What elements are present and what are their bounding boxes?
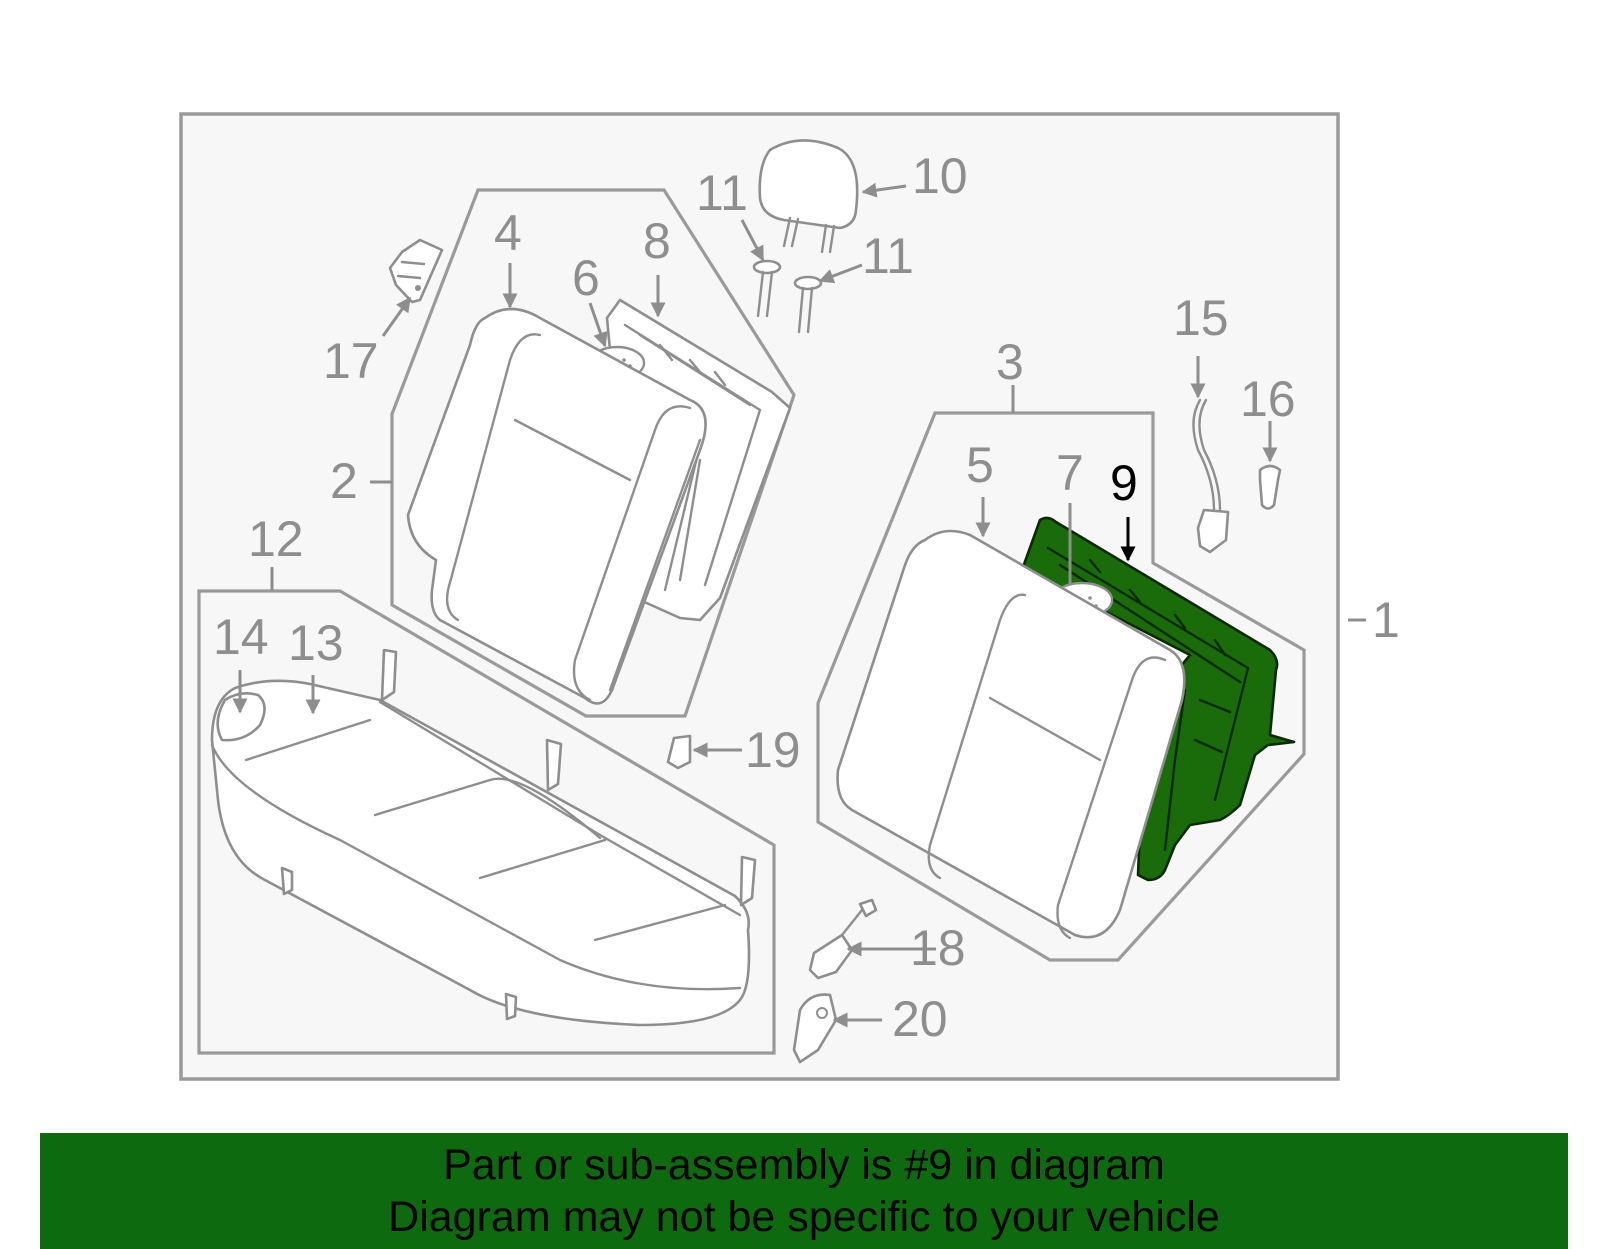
part-18: [808, 898, 878, 980]
callout-10: 10: [912, 148, 968, 204]
callout-12: 12: [248, 511, 304, 567]
part-20: [792, 993, 838, 1064]
bracket-17: [388, 238, 444, 304]
seat-cushion-13: [210, 679, 751, 1027]
callout-11a: 11: [696, 165, 748, 221]
group-outline-3: [816, 411, 1306, 962]
group-outline-2: [390, 188, 796, 718]
callout-3: 3: [996, 334, 1024, 390]
callout-4: 4: [494, 205, 522, 261]
wire-harness-15: [1192, 398, 1230, 554]
callout-1: 1: [1372, 592, 1400, 648]
footer-banner: Part or sub-assembly is #9 in diagram Di…: [40, 1133, 1568, 1249]
callout-8: 8: [643, 213, 671, 269]
callout-9: 9: [1110, 455, 1138, 511]
pad-14: [216, 692, 266, 742]
footer-line-2: Diagram may not be specific to your vehi…: [388, 1193, 1220, 1241]
callout-7: 7: [1056, 445, 1084, 501]
callout-11b: 11: [862, 228, 914, 284]
callout-13: 13: [288, 615, 344, 671]
callout-2: 2: [330, 453, 358, 509]
callout-15: 15: [1173, 290, 1229, 346]
callout-6: 6: [572, 250, 600, 306]
callout-18: 18: [910, 920, 966, 976]
seatback-cover-5: [836, 529, 1186, 939]
callout-5: 5: [966, 437, 994, 493]
callout-20: 20: [892, 991, 948, 1047]
callout-19: 19: [745, 722, 801, 778]
footer-line-1: Part or sub-assembly is #9 in diagram: [443, 1141, 1165, 1189]
headrest-guide-11a: [752, 259, 782, 318]
callout-14: 14: [213, 609, 269, 665]
right-seatback-assembly: [816, 411, 1306, 962]
clip-19: [666, 734, 692, 770]
seat-cushion-assembly: [197, 589, 776, 1055]
clip-16: [1258, 464, 1282, 510]
seatback-cover-4: [406, 307, 707, 705]
headrest-10: [758, 139, 859, 254]
callout-17: 17: [323, 333, 379, 389]
group-outline-12: [197, 589, 776, 1055]
callout-16: 16: [1240, 371, 1296, 427]
left-seatback-assembly: [390, 188, 796, 718]
